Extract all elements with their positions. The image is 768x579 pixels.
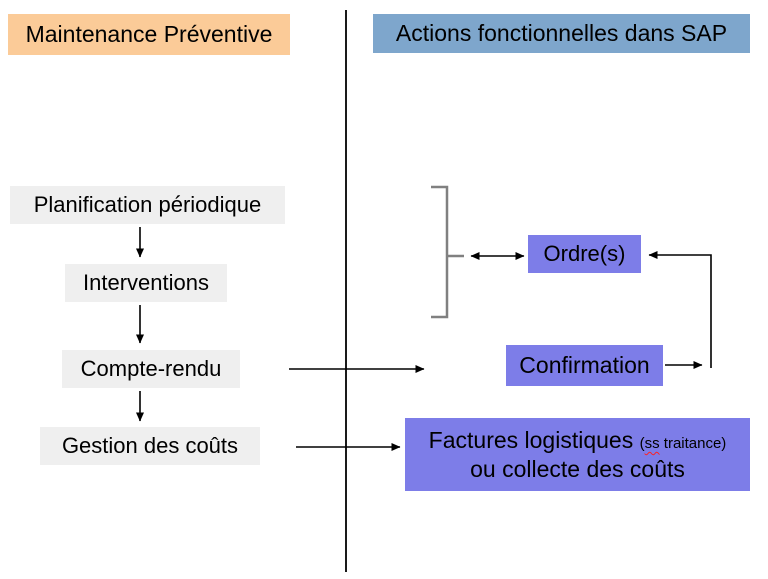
sap-box-factures: Factures logistiques (ss traitance) ou c… xyxy=(405,418,750,491)
flow-step-interventions: Interventions xyxy=(65,264,227,302)
factures-small-open: ( xyxy=(639,434,645,452)
grouping-bracket xyxy=(431,185,449,319)
header-actions-sap: Actions fonctionnelles dans SAP xyxy=(373,14,750,53)
flow-step-planification-periodique: Planification périodique xyxy=(10,186,285,224)
header-maintenance-preventive: Maintenance Préventive xyxy=(8,14,290,55)
factures-small-ss: ss xyxy=(644,434,660,452)
sap-box-ordre: Ordre(s) xyxy=(528,235,641,273)
flow-step-compte-rendu: Compte-rendu xyxy=(62,350,240,388)
flow-step-gestion-des-couts: Gestion des coûts xyxy=(40,427,260,465)
factures-line1-main: Factures logistiques xyxy=(428,426,640,453)
factures-small-rest: traitance) xyxy=(659,434,727,452)
factures-line1: Factures logistiques (ss traitance) xyxy=(429,426,727,455)
sap-box-confirmation: Confirmation xyxy=(506,345,663,386)
factures-line2: ou collecte des coûts xyxy=(470,455,685,482)
